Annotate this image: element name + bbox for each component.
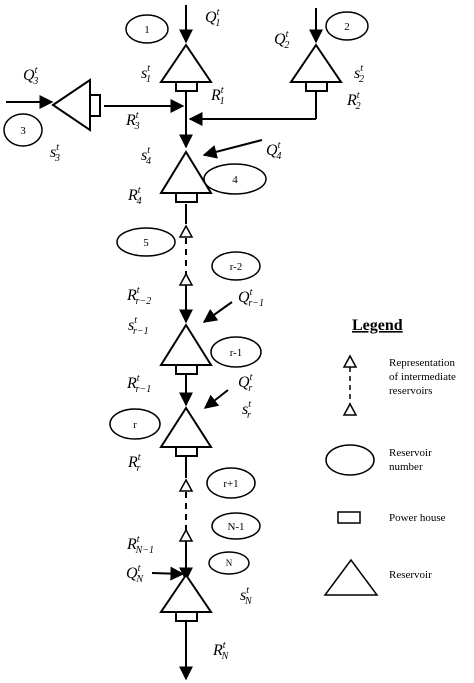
number-label-r-minus-2: r-2 [230, 261, 243, 273]
number-label-n-minus-1: N-1 [227, 521, 244, 533]
reservoir-number-labels: 1 2 3 4 5 r-2 r-1 r r+1 N-1 N [20, 21, 350, 568]
reservoir-r-triangle [159, 406, 213, 448]
legend-number-line2: number [389, 461, 423, 473]
reservoirs [51, 43, 343, 622]
inflow-q4-arrow [202, 139, 263, 159]
legend-reservoir-label: Reservoir [389, 569, 432, 581]
reservoir-4-triangle [159, 150, 213, 194]
intermediate-triangle-upper-b [178, 272, 194, 286]
legend-reservoir-symbol [323, 558, 379, 596]
number-ellipse-r [109, 408, 161, 440]
legend-intermediate-symbol [342, 354, 358, 416]
power-house-2 [305, 81, 328, 92]
inflow-q-r-minus-1-arrow [202, 301, 233, 323]
power-house-r-minus-1 [175, 364, 198, 375]
legend-number-line1: Reservoir [389, 447, 432, 459]
legend-intermediate-line1: Representation [389, 357, 455, 369]
legend-number-ellipse [325, 444, 375, 476]
number-label-r-minus-1: r-1 [230, 347, 243, 359]
number-ellipse-1 [125, 14, 169, 44]
legend-power-house-symbol [337, 511, 361, 524]
power-house-n [175, 611, 198, 622]
number-ellipse-r-minus-1 [210, 336, 262, 368]
number-ellipse-4 [203, 163, 267, 195]
intermediate-triangle-upper-a [178, 224, 194, 238]
number-label-r-plus-1: r+1 [223, 478, 238, 490]
number-label-1: 1 [144, 24, 150, 36]
legend-intermediate-line2: of intermediate [389, 371, 456, 383]
number-label-5: 5 [143, 237, 149, 249]
intermediate-triangle-lower-a [178, 478, 194, 492]
number-label-n: N [226, 558, 233, 568]
legend-power-house-label: Power house [389, 512, 446, 524]
reservoir-n-triangle [159, 573, 213, 613]
number-label-4: 4 [232, 174, 238, 186]
number-ellipse-r-minus-2 [211, 251, 261, 281]
power-house-1 [175, 81, 198, 92]
legend: Legend Representation of intermediate re… [323, 317, 456, 596]
number-ellipse-5 [116, 227, 176, 257]
reservoir-2-triangle [289, 43, 343, 83]
number-label-r: r [133, 419, 137, 431]
power-house-4 [175, 192, 198, 203]
number-ellipse-n-minus-1 [211, 512, 261, 540]
flow-lines [6, 5, 323, 681]
legend-intermediate-line3: reservoirs [389, 385, 432, 397]
number-ellipse-2 [325, 11, 369, 41]
legend-title: Legend [352, 317, 403, 334]
number-label-2: 2 [344, 21, 350, 33]
number-ellipse-n [208, 551, 250, 575]
inflow-q-n-arrow [151, 566, 185, 581]
power-house-3 [89, 94, 101, 117]
inflow-q-r-arrow [203, 389, 229, 409]
reservoir-1-triangle [159, 43, 213, 83]
intermediate-reservoirs [178, 224, 194, 542]
number-ellipse-3 [3, 113, 43, 147]
power-house-r [175, 446, 198, 457]
reservoir-r-minus-1-triangle [159, 323, 213, 366]
reservoir-3-triangle [51, 78, 91, 132]
number-label-3: 3 [20, 125, 26, 137]
intermediate-triangle-lower-b [178, 528, 194, 542]
number-ellipse-r-plus-1 [206, 467, 256, 499]
reservoir-number-ellipses [3, 11, 369, 575]
